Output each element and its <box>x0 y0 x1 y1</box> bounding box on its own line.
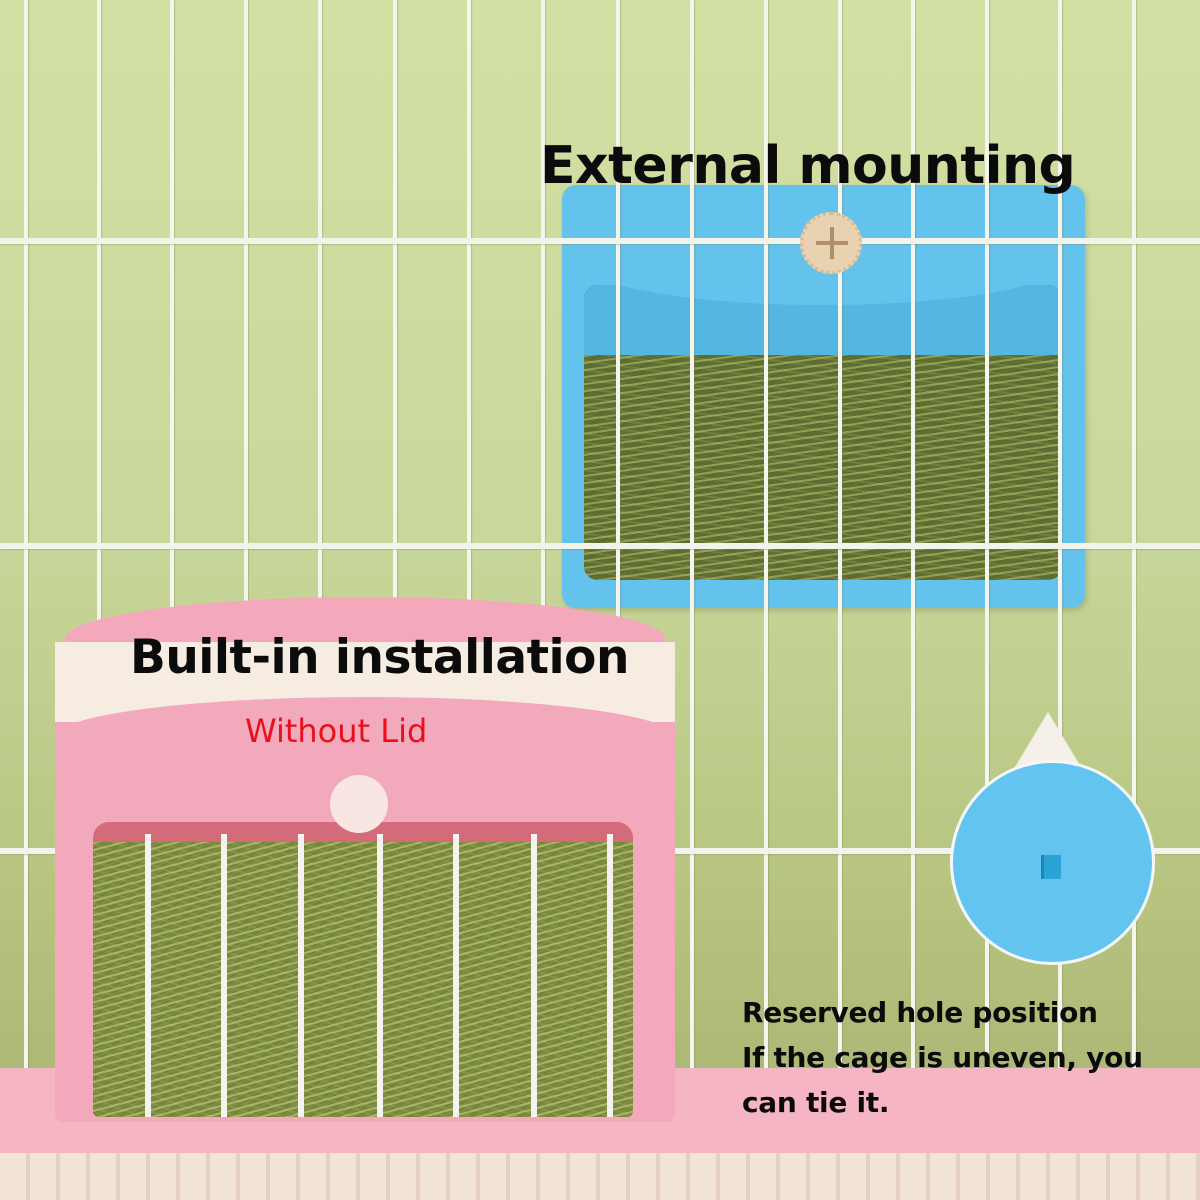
hay <box>584 355 1062 580</box>
cage-wire-vertical <box>24 0 28 1080</box>
external-mounting-label: External mounting <box>540 136 1076 196</box>
reserved-hole-note: Reserved hole position If the cage is un… <box>742 996 1143 1119</box>
reserved-hole-icon <box>1041 855 1061 879</box>
blue-hay-feeder <box>562 185 1085 608</box>
pink-hay-feeder <box>55 597 675 1122</box>
pink-feeder-knob-icon <box>330 775 388 833</box>
built-in-installation-label: Built-in installation <box>130 630 629 685</box>
hay <box>93 842 633 1117</box>
blue-feeder-window <box>584 285 1062 580</box>
mounting-screw-icon <box>800 212 862 274</box>
pink-feeder-window <box>93 822 633 1117</box>
without-lid-label: Without Lid <box>245 712 428 750</box>
cage-floor-mat <box>0 1153 1200 1200</box>
